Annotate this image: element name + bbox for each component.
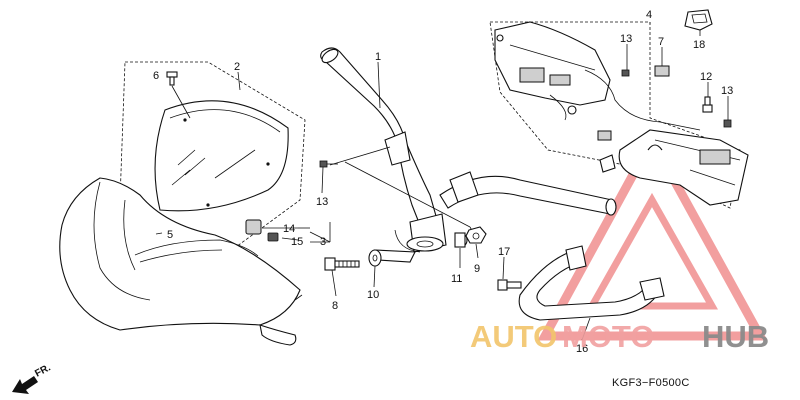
callout-3: 3 — [320, 236, 326, 248]
callout-9: 9 — [474, 263, 480, 275]
diagram-code: KGF3−F0500C — [612, 377, 690, 389]
screw-6 — [166, 71, 178, 86]
front-direction-arrow: FR. — [12, 362, 53, 394]
callout-13-rear-right: 13 — [721, 85, 733, 97]
bolt-17 — [497, 279, 522, 291]
callout-11: 11 — [451, 273, 462, 285]
bolt-8 — [324, 257, 360, 271]
callout-5: 5 — [167, 229, 173, 241]
callout-17: 17 — [498, 246, 510, 258]
nut-15 — [267, 232, 279, 242]
clip-part — [597, 130, 612, 141]
windscreen — [154, 100, 289, 212]
screw-13-left — [319, 160, 338, 168]
callout-7: 7 — [658, 36, 664, 48]
spacer-11 — [454, 232, 468, 248]
washer-10 — [368, 249, 382, 267]
callout-4: 4 — [646, 9, 652, 21]
watermark-moto: MOTO — [562, 319, 654, 354]
callout-15: 15 — [291, 236, 303, 248]
watermark-auto: AUTO — [470, 319, 557, 354]
watermark-triangle — [537, 130, 768, 341]
callout-12: 12 — [700, 71, 712, 83]
callout-14: 14 — [283, 223, 295, 235]
callout-13-handlebar: 13 — [316, 196, 328, 208]
watermark-hub: HUB — [702, 319, 769, 354]
front-cover — [59, 177, 303, 346]
callout-16: 16 — [576, 343, 588, 355]
plate-7 — [654, 65, 670, 77]
direction-label: FR. — [33, 362, 53, 379]
leader-lines — [155, 22, 729, 341]
bracket-16 — [518, 245, 665, 321]
windscreen-assembly — [117, 61, 306, 256]
handlebar-pipe — [320, 47, 617, 263]
watermark-text: AUTO MOTO HUB — [470, 319, 769, 354]
callout-13-rear-left: 13 — [620, 33, 632, 45]
callout-8: 8 — [332, 300, 338, 312]
nut-9 — [465, 226, 487, 244]
rear-cover-group-box — [489, 21, 741, 209]
callout-6: 6 — [153, 70, 159, 82]
cap-18 — [684, 9, 713, 31]
grommet-14 — [245, 219, 262, 235]
callout-2: 2 — [234, 61, 240, 73]
rear-cover-assembly — [489, 21, 749, 209]
callout-18: 18 — [693, 39, 705, 51]
callout-1: 1 — [375, 51, 381, 63]
callout-10: 10 — [367, 289, 379, 301]
